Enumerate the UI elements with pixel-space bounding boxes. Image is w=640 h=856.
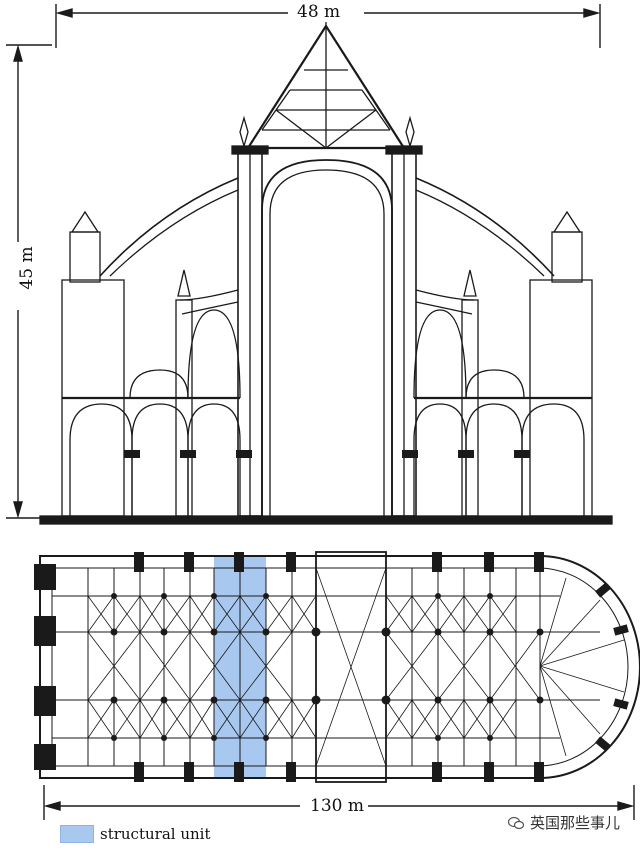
watermark-text: 英国那些事儿	[529, 814, 620, 832]
legend: structural unit	[60, 822, 210, 846]
legend-swatch	[60, 825, 94, 843]
width-label: 48 m	[293, 2, 345, 22]
watermark: 英国那些事儿	[507, 812, 620, 833]
chat-bubble-icon	[507, 816, 524, 829]
length-dimension	[43, 785, 635, 820]
legend-label: structural unit	[100, 825, 211, 843]
floor-plan	[34, 551, 640, 783]
height-label: 45 m	[17, 242, 37, 294]
cross-section	[39, 14, 613, 525]
height-dimension	[6, 44, 52, 519]
width-dimension	[55, 4, 601, 48]
length-label: 130 m	[306, 796, 368, 816]
